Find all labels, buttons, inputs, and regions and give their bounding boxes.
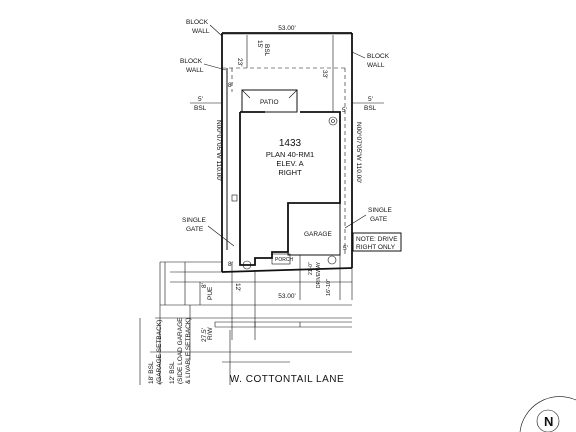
setback-12-sub1: (SIDE LOAD GARAGE <box>177 317 184 384</box>
bsl-right-5: 5' <box>368 96 373 103</box>
dim-width-top: 53.00' <box>278 25 296 32</box>
dim-pue-8: 8' <box>201 283 208 288</box>
dim-side-8: 8' <box>228 82 233 89</box>
single-gate-left-2: GATE <box>186 226 204 233</box>
dim-front-8: 8' <box>228 261 233 268</box>
dim-front-12: 12' <box>234 283 241 291</box>
porch-label: PORCH <box>275 257 293 263</box>
note-drive-box: NOTE: DRIVE RIGHT ONLY <box>352 232 402 252</box>
block-wall-label-3b: WALL <box>367 62 385 69</box>
setback-18: 18' BSL <box>148 361 155 384</box>
block-wall-label-2b: WALL <box>186 67 204 74</box>
lot-hand: RIGHT <box>278 168 302 177</box>
north-letter: N <box>544 414 553 429</box>
dim-pue: PUE <box>207 286 214 300</box>
setback-12-sub2: & LIVABLE SETBACK) <box>185 318 192 384</box>
lot-boundary <box>221 32 353 273</box>
bsl-left-label: BSL <box>194 105 207 112</box>
dim-rw-275: 27.5' <box>201 328 208 342</box>
bearing-left: N00°07'05"W 110.00' <box>215 120 223 181</box>
dim-rear-23: 23' <box>236 58 243 66</box>
driveway-label: DRIVEWAY <box>316 261 322 288</box>
setback-12: 12' BSL <box>169 361 176 384</box>
curb-strip <box>214 321 352 328</box>
driveway <box>299 255 341 300</box>
setback-lines <box>222 67 346 255</box>
gate-post-left <box>231 194 238 202</box>
dim-rw: R/W <box>207 327 214 341</box>
note-drive-2: RIGHT ONLY <box>356 244 396 251</box>
lot-info: 1433 PLAN 40-RM1 ELEV. A RIGHT <box>266 138 314 177</box>
patio-label: PATIO <box>260 99 279 106</box>
street-name: W. COTTONTAIL LANE <box>230 374 344 385</box>
setback-dimension-lines <box>139 262 290 385</box>
lot-elevation: ELEV. A <box>276 159 303 168</box>
garage-label: GARAGE <box>304 231 332 238</box>
dim-rear-33: 33' <box>321 70 328 78</box>
block-wall-label-2a: BLOCK <box>180 58 203 65</box>
lot-plan: PLAN 40-RM1 <box>266 150 314 159</box>
single-gate-left-1: SINGLE <box>182 217 207 224</box>
dim-drive-21: 21'-0" <box>308 262 314 275</box>
block-wall-label-3a: BLOCK <box>367 53 390 60</box>
dim-rear-15: 15' <box>256 40 263 48</box>
bearing-right: N00°07'05"W 110.00' <box>355 122 363 183</box>
dim-front-16: 16'-10" <box>326 279 332 296</box>
bsl-right-label: BSL <box>364 105 377 112</box>
patio-outline <box>241 89 298 113</box>
single-gate-right-2: GATE <box>370 216 388 223</box>
north-arrow-icon: N <box>519 396 576 432</box>
note-drive-1: NOTE: DRIVE <box>356 236 398 243</box>
dim-side-5: 5' <box>342 107 347 114</box>
dim-rear-bsl: BSL <box>263 44 270 57</box>
bsl-left-5: 5' <box>198 96 203 103</box>
block-wall-label-1a: BLOCK <box>186 19 209 26</box>
block-wall-label-1b: WALL <box>192 28 210 35</box>
lot-number: 1433 <box>279 138 302 149</box>
house-footprint <box>239 111 341 270</box>
front-yard-lines <box>150 261 353 353</box>
dim-width-bottom: 53.00' <box>278 293 296 300</box>
dim-drive-5: 5' <box>343 245 348 252</box>
single-gate-right-1: SINGLE <box>368 207 393 214</box>
setback-18-sub: (GARAGE SETBACK) <box>156 320 163 384</box>
